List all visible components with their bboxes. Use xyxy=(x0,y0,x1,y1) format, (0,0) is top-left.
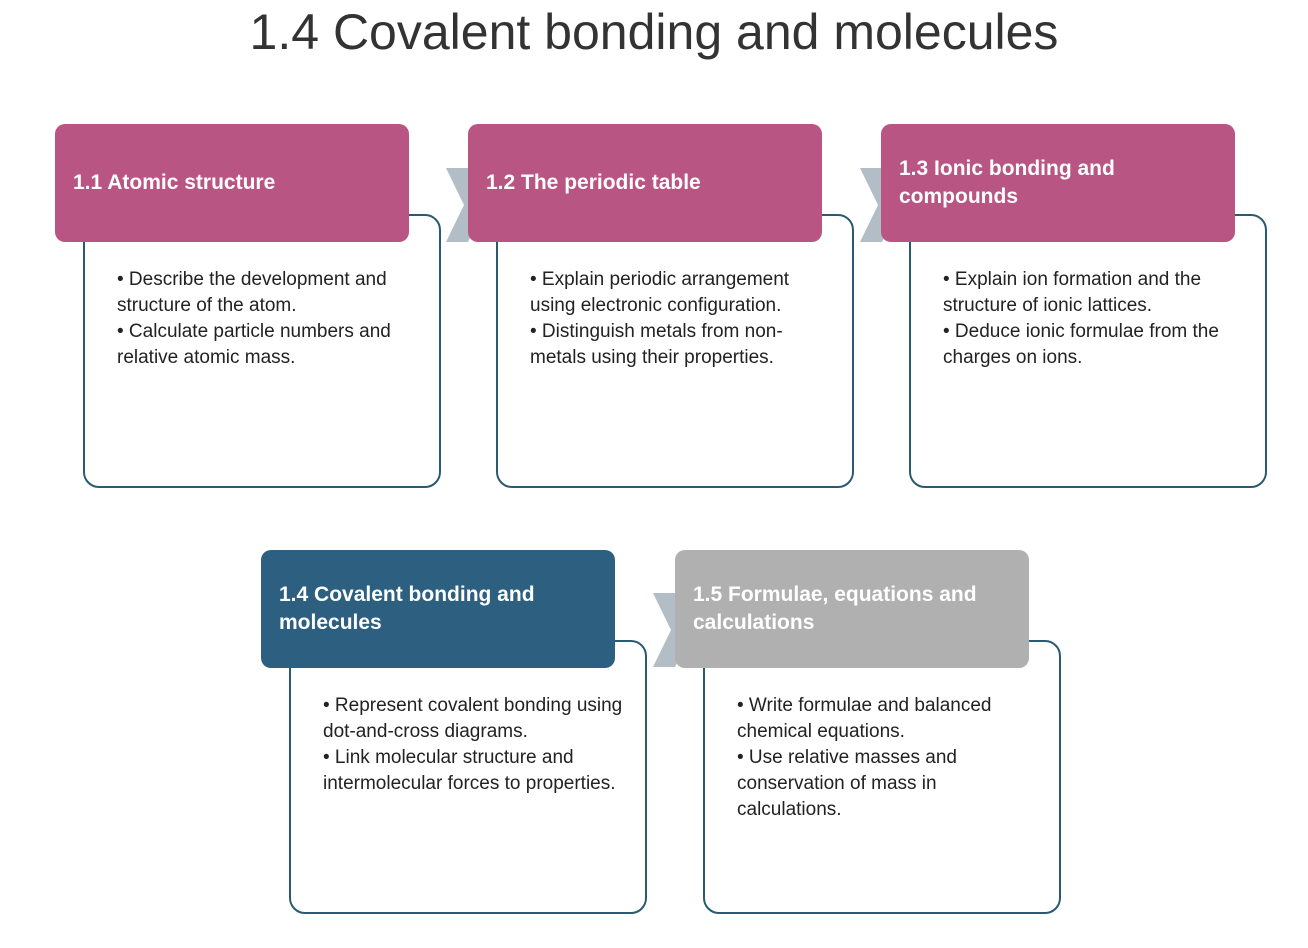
step-heading-current: 1.4 Covalent bonding and molecules xyxy=(261,550,615,668)
step-card-body xyxy=(703,640,1061,914)
step-bullet-list: • Write formulae and balanced chemical e… xyxy=(737,693,1037,823)
step-heading-label: 1.3 Ionic bonding and compounds xyxy=(899,157,1115,208)
bullet-item: • Explain periodic arrangement using ele… xyxy=(530,269,790,316)
step-bullet-list: • Explain ion formation and the structur… xyxy=(943,267,1243,371)
bullet-item: • Write formulae and balanced chemical e… xyxy=(737,695,992,742)
step-card-body xyxy=(909,214,1267,488)
bullet-item: • Calculate particle numbers and relativ… xyxy=(117,321,391,368)
step-heading-label: 1.1 Atomic structure xyxy=(73,171,276,194)
bullet-item: • Explain ion formation and the structur… xyxy=(943,269,1202,316)
step-heading-upcoming: 1.5 Formulae, equations and calculations xyxy=(675,550,1029,668)
step-bullet-list: • Describe the development and structure… xyxy=(117,267,417,371)
step-heading-label: 1.5 Formulae, equations and calculations xyxy=(693,583,977,634)
step-card-1-1: 1.1 Atomic structure • Describe the deve… xyxy=(55,124,455,490)
step-heading: 1.2 The periodic table xyxy=(468,124,822,242)
bullet-item: • Describe the development and structure… xyxy=(117,269,387,316)
step-card-1-2: 1.2 The periodic table • Explain periodi… xyxy=(468,124,868,490)
page-title: 1.4 Covalent bonding and molecules xyxy=(249,4,1059,60)
step-card-1-4: 1.4 Covalent bonding and molecules • Rep… xyxy=(261,550,661,916)
step-heading: 1.1 Atomic structure xyxy=(55,124,409,242)
step-heading-label: 1.4 Covalent bonding and molecules xyxy=(279,583,535,634)
bullet-item: • Deduce ionic formulae from the charges… xyxy=(943,321,1219,368)
step-card-1-3: 1.3 Ionic bonding and compounds • Explai… xyxy=(881,124,1281,490)
step-card-1-5: 1.5 Formulae, equations and calculations… xyxy=(675,550,1075,916)
step-heading: 1.3 Ionic bonding and compounds xyxy=(881,124,1235,242)
step-heading-label: 1.2 The periodic table xyxy=(486,171,701,194)
bullet-item: • Distinguish metals from non-metals usi… xyxy=(530,321,783,368)
step-card-body xyxy=(83,214,441,488)
step-card-body xyxy=(289,640,647,914)
bullet-item: • Use relative masses and conservation o… xyxy=(737,747,957,820)
step-bullet-list: • Represent covalent bonding using dot-a… xyxy=(323,693,623,797)
step-bullet-list: • Explain periodic arrangement using ele… xyxy=(530,267,830,371)
bullet-item: • Represent covalent bonding using dot-a… xyxy=(323,695,623,742)
bullet-item: • Link molecular structure and intermole… xyxy=(323,747,616,794)
